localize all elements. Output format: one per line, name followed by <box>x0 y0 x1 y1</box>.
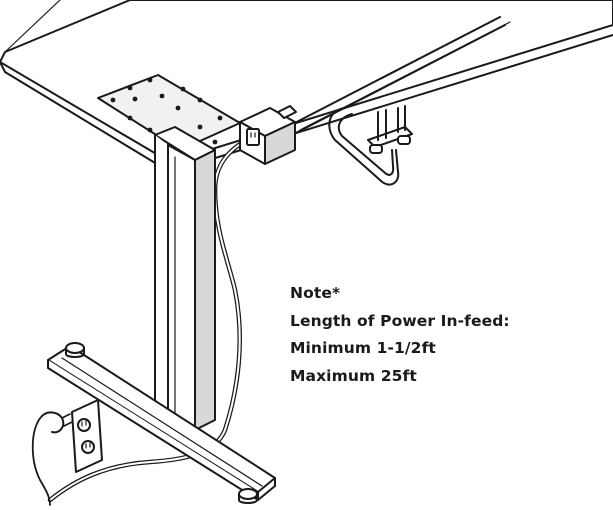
note-line-maximum: Maximum 25ft <box>290 366 417 385</box>
desk-leg-column <box>154 126 216 431</box>
power-infeed-note: Note* Length of Power In-feed: Minimum 1… <box>290 280 600 390</box>
wall-outlet-icon <box>71 399 103 473</box>
power-plug-icon <box>31 411 73 506</box>
note-line-length: Length of Power In-feed: <box>290 311 510 330</box>
cable-hanger-bracket <box>328 105 413 186</box>
desk-foot <box>47 342 276 504</box>
note-heading: Note* <box>290 284 341 302</box>
note-line-minimum: Minimum 1-1/2ft <box>290 339 436 357</box>
desk-top <box>0 0 613 173</box>
power-outlet-icon <box>239 105 297 165</box>
